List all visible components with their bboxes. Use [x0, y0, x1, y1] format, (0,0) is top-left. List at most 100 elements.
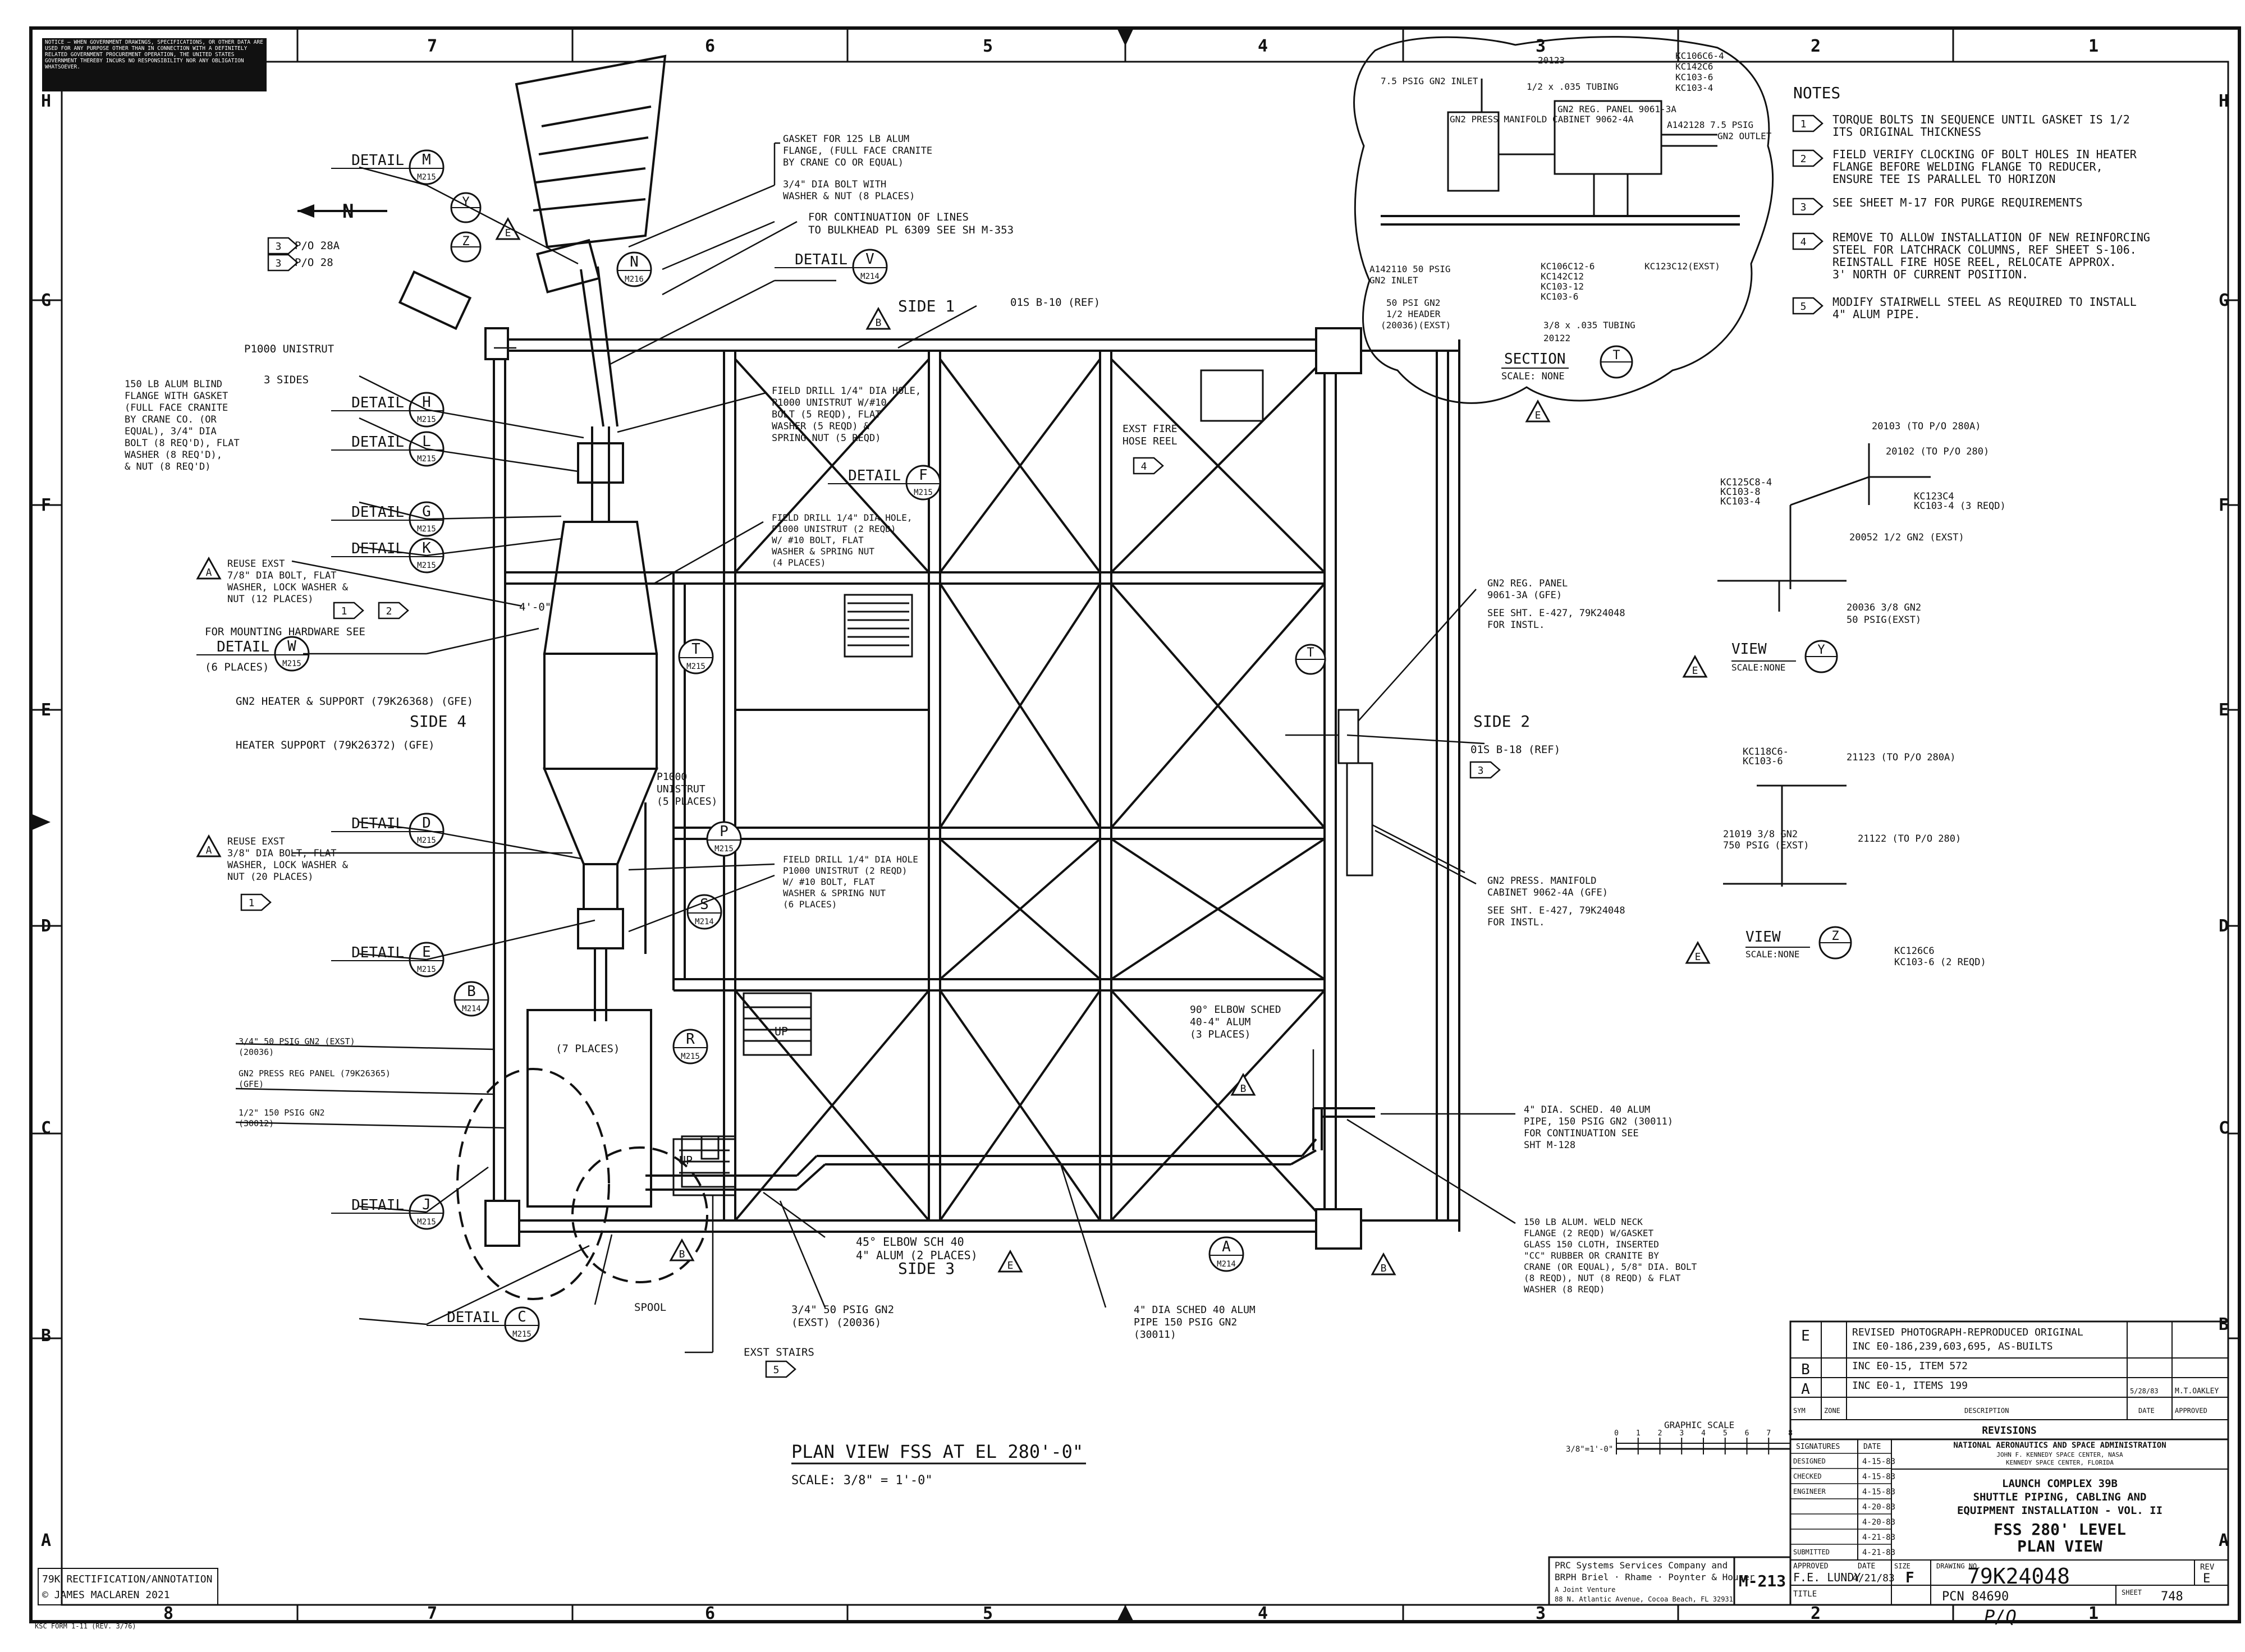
detail-sheet: M215: [417, 525, 436, 534]
callout-field-drill-1: FIELD DRILL 1/4" DIA HOLE,P1000 UNISTRUT…: [772, 386, 921, 444]
section-t-label: 50 PSI GN2: [1386, 297, 1440, 308]
zone-ticks: [31, 28, 2239, 1622]
revision-letter: B: [876, 317, 882, 329]
approved-date: 4/21/83: [1852, 1572, 1895, 1584]
view-y-scale: SCALE:NONE: [1731, 662, 1785, 673]
note-flag: 1: [240, 893, 272, 911]
lower-equipment: [681, 1135, 736, 1188]
sig-role: DESIGNED: [1793, 1457, 1826, 1465]
col-label: 8: [163, 1604, 173, 1623]
sig-role: ENGINEER: [1793, 1488, 1826, 1495]
fire-hose-reel: [1200, 369, 1264, 422]
revision-triangle: A: [196, 556, 222, 580]
detail-letter: A: [1222, 1238, 1231, 1255]
callout-line: 4" DIA. SCHED. 40 ALUM: [1524, 1104, 1650, 1116]
detail-letter: F: [919, 467, 928, 484]
note-line: ENSURE TEE IS PARALLEL TO HORIZON: [1832, 172, 2055, 186]
callout-elbow-45: 45° ELBOW SCH 404" ALUM (2 PLACES): [856, 1235, 978, 1262]
callout-line: BY CRANE CO. (OR: [125, 414, 217, 425]
col-label: 5: [983, 1604, 993, 1623]
callout-line: (4 PLACES): [772, 557, 826, 568]
plan-title-text: PLAN VIEW FSS AT EL 280'-0": [791, 1441, 1083, 1462]
note-flag: 4: [1792, 232, 1824, 250]
note-line: REINSTALL FIRE HOSE REEL, RELOCATE APPRO…: [1832, 255, 2116, 269]
detail-letter: B: [467, 983, 476, 1000]
row-label: D: [2219, 916, 2229, 936]
section-t-label: 1/2 HEADER: [1386, 309, 1441, 319]
view-z-label: KC103-6: [1743, 756, 1783, 767]
note-line: 3' NORTH OF CURRENT POSITION.: [1832, 268, 2028, 281]
detail-sheet: M214: [860, 272, 879, 281]
callout-line: GN2 PRESS. MANIFOLD: [1487, 875, 1596, 887]
view-z-label: KC126C6: [1894, 946, 1935, 957]
callout-line: (EXST) (20036): [791, 1316, 881, 1329]
size-label: SIZE: [1894, 1562, 1910, 1570]
revision-desc: INC E0-1, ITEMS 199: [1852, 1380, 1968, 1392]
callout-line: W/ #10 BOLT, FLAT: [772, 535, 864, 545]
row-label: E: [41, 700, 51, 720]
callout-line: 150 LB ALUM. WELD NECK: [1524, 1217, 1643, 1227]
note-flag-number: 1: [341, 605, 347, 617]
revision-triangle: E: [1685, 940, 1711, 964]
col-label: 6: [705, 1604, 715, 1623]
note-flag-number: 3: [276, 241, 282, 253]
note-flag: 3: [267, 237, 299, 255]
callout-gn2-12: 1/2" 150 PSIG GN2(30012): [239, 1108, 325, 1128]
plan-title: PLAN VIEW FSS AT EL 280'-0" SCALE: 3/8" …: [791, 1441, 1086, 1488]
callout-line: 3/4" 50 PSIG GN2: [791, 1304, 894, 1316]
note-line: TORQUE BOLTS IN SEQUENCE UNTIL GASKET IS…: [1832, 113, 2130, 126]
callout-line: FOR CONTINUATION OF LINES: [808, 211, 969, 223]
inner-border: [61, 61, 2229, 1606]
callout-line: FOR INSTL.: [1487, 917, 1545, 928]
revision-letter: B: [679, 1249, 685, 1260]
side-3-label: SIDE 3: [898, 1259, 955, 1278]
row-label: G: [2219, 291, 2229, 310]
view-z-scale: SCALE:NONE: [1745, 949, 1799, 960]
detail-word: DETAIL: [848, 467, 901, 484]
view-y-label: KC103-4: [1720, 496, 1761, 507]
section-t-title: SECTION: [1504, 351, 1566, 368]
row-label: C: [2219, 1118, 2229, 1138]
callout-gn2-50: 3/4" 50 PSIG GN2(EXST) (20036): [791, 1304, 894, 1329]
detail-letter: D: [422, 815, 431, 832]
row-label: D: [41, 916, 51, 936]
detail-sheet: M215: [417, 173, 436, 182]
plan-scale-text: SCALE: 3/8" = 1'-0": [791, 1474, 933, 1488]
spool-label: SPOOL: [634, 1301, 666, 1314]
callout-line: (30012): [239, 1118, 274, 1128]
revision-header: DESCRIPTION: [1964, 1407, 2009, 1415]
note-flag: 5: [1792, 297, 1824, 315]
detail-sheet: M215: [686, 662, 705, 671]
note-flag-number: 3: [276, 258, 282, 269]
callout-line: GASKET FOR 125 LB ALUM: [783, 134, 909, 145]
row-label: F: [41, 495, 51, 515]
revision-date: 5/28/83: [2130, 1387, 2159, 1395]
callout-line: FLANGE, (FULL FACE CRANITE: [783, 145, 932, 157]
detail-letter: L: [422, 433, 431, 450]
col-label: 4: [1258, 1604, 1268, 1623]
callout-line: SPRING NUT (5 REQD): [772, 433, 881, 444]
col-label: 2: [1811, 36, 1821, 56]
project-line: EQUIPMENT INSTALLATION - VOL. II: [1957, 1504, 2162, 1517]
view-letter: Z: [462, 235, 469, 249]
note-line: ITS ORIGINAL THICKNESS: [1832, 125, 1981, 139]
detail-letter: C: [517, 1309, 526, 1325]
callout-line: 45° ELBOW SCH 40: [856, 1235, 964, 1249]
section-t-label: 20123: [1538, 55, 1565, 66]
sig-date: 4-21-83: [1862, 1548, 1895, 1557]
view-y-title: VIEW: [1731, 641, 1767, 658]
view-y-label: KC123C4: [1914, 491, 1954, 502]
detail-word: DETAIL: [795, 251, 847, 268]
revision-header: APPROVED: [2175, 1407, 2207, 1415]
revision-letter: B: [1381, 1263, 1387, 1274]
note-flag: 1: [1792, 114, 1824, 132]
scale-tick: 0: [1614, 1429, 1619, 1438]
